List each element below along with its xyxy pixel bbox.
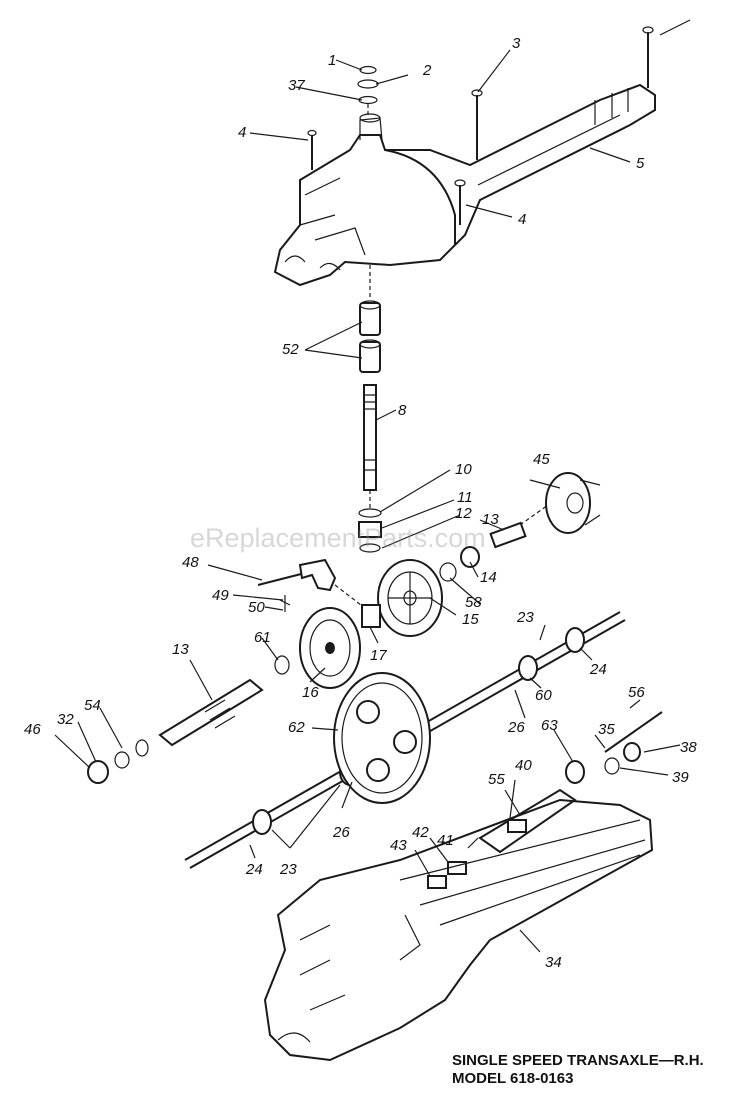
- callout-26-b: 26: [333, 824, 350, 841]
- axle-and-ring-gear: [184, 611, 626, 869]
- callout-58: 58: [465, 594, 482, 611]
- callout-37: 37: [288, 77, 305, 94]
- caption-model: MODEL 618-0163: [452, 1070, 574, 1087]
- top-washers: [357, 65, 379, 118]
- callout-60: 60: [535, 687, 552, 704]
- callout-54: 54: [84, 697, 101, 714]
- callout-23-a: 23: [517, 609, 534, 626]
- callout-13-a: 13: [482, 511, 499, 528]
- callout-43: 43: [390, 837, 407, 854]
- callout-48: 48: [182, 554, 199, 571]
- bevel-gear-15: [377, 559, 443, 637]
- bolts-upper: [307, 26, 654, 225]
- caption-title: SINGLE SPEED TRANSAXLE—R.H.: [452, 1052, 704, 1069]
- callout-41: 41: [437, 832, 454, 849]
- callout-11: 11: [457, 489, 473, 506]
- shift-fork: [257, 558, 381, 628]
- callout-63: 63: [541, 717, 558, 734]
- callout-34: 34: [545, 954, 562, 971]
- callout-50: 50: [248, 599, 265, 616]
- callout-26-a: 26: [508, 719, 525, 736]
- callout-42: 42: [412, 824, 429, 841]
- watermark-text: eReplacementParts.com: [190, 523, 486, 553]
- callout-4-a: 4: [238, 124, 247, 141]
- callout-24-a: 24: [590, 661, 607, 678]
- callout-62: 62: [288, 719, 305, 736]
- callout-56: 56: [628, 684, 645, 701]
- callout-5: 5: [636, 155, 645, 172]
- bushings: [359, 265, 381, 373]
- upper-housing: [273, 83, 656, 287]
- callout-24-b: 24: [246, 861, 263, 878]
- callout-35: 35: [598, 721, 615, 738]
- lower-housing: [263, 798, 654, 1062]
- callout-1: 1: [328, 52, 337, 69]
- callout-14: 14: [480, 569, 497, 586]
- callout-3: 3: [512, 35, 521, 52]
- callout-45: 45: [533, 451, 550, 468]
- callout-12: 12: [455, 505, 472, 522]
- callout-55: 55: [488, 771, 505, 788]
- callout-61: 61: [254, 629, 271, 646]
- callout-13-b: 13: [172, 641, 189, 658]
- pulley-45: [439, 472, 601, 582]
- callout-15: 15: [462, 611, 479, 628]
- callout-40: 40: [515, 757, 532, 774]
- callout-23-b: 23: [280, 861, 297, 878]
- callout-46: 46: [24, 721, 41, 738]
- callout-2: 2: [423, 62, 432, 79]
- callout-39: 39: [672, 769, 689, 786]
- callout-49: 49: [212, 587, 229, 604]
- callout-52: 52: [282, 341, 299, 358]
- input-shaft: [358, 384, 382, 553]
- callout-16: 16: [302, 684, 319, 701]
- callout-4-b: 4: [518, 211, 527, 228]
- callout-10: 10: [455, 461, 472, 478]
- shift-parts-right: [427, 711, 663, 889]
- callout-38: 38: [680, 739, 697, 756]
- leader-lines: [54, 19, 691, 953]
- callout-32: 32: [57, 711, 74, 728]
- callout-8: 8: [398, 402, 407, 419]
- callout-17: 17: [370, 647, 387, 664]
- gear-16: [87, 607, 361, 784]
